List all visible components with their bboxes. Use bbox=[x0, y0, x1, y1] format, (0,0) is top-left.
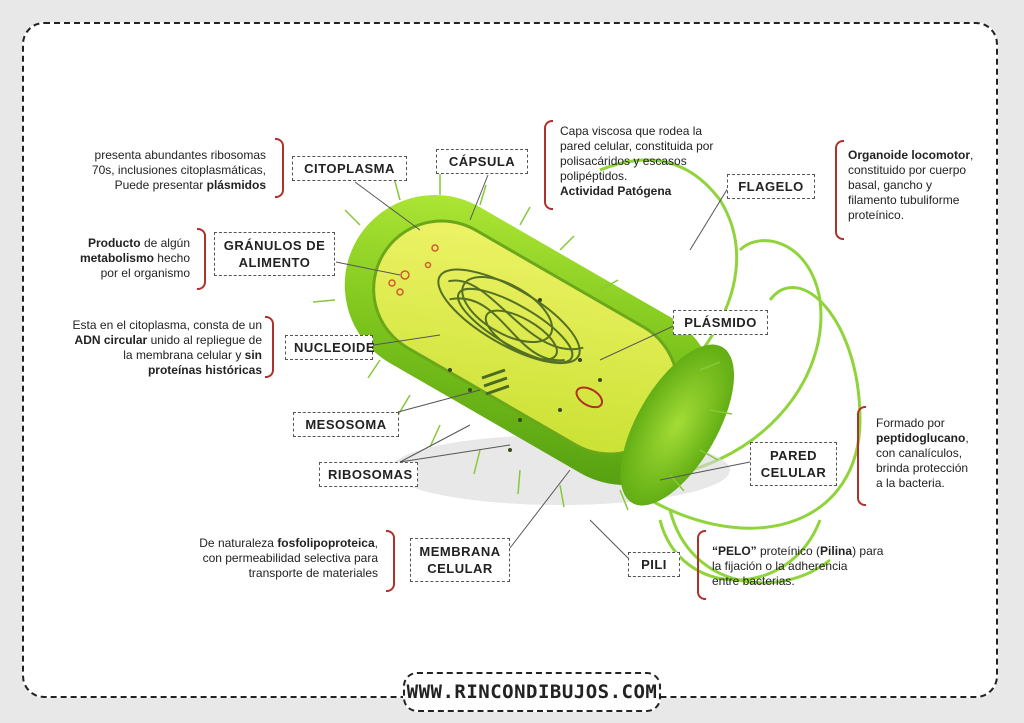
desc-pared-l2: peptidoglucano, bbox=[876, 431, 996, 446]
label-membrana-celular: MEMBRANA CELULAR bbox=[410, 538, 510, 582]
label-pared-line1: PARED bbox=[769, 448, 818, 463]
desc-membrana-comma: , bbox=[374, 536, 378, 550]
label-membrana-line1: MEMBRANA bbox=[419, 544, 501, 559]
desc-nucleoide-l4: proteínas históricas bbox=[30, 363, 262, 378]
desc-granulos-l1: Producto de algún bbox=[50, 236, 190, 251]
desc-pared-comma: , bbox=[965, 431, 969, 445]
desc-pared-l3: con canalículos, bbox=[876, 446, 963, 460]
desc-pared-l5: a la bacteria. bbox=[876, 476, 945, 490]
desc-flagelo-l5: proteínico. bbox=[848, 208, 905, 222]
desc-pared-l1: Formado por bbox=[876, 416, 945, 430]
desc-capsula-l4: polipéptidos. bbox=[560, 169, 628, 183]
desc-granulos-l1b: de algún bbox=[140, 236, 190, 250]
bracket-granulos bbox=[197, 228, 206, 290]
desc-capsula-actividad: Actividad Patógena bbox=[560, 184, 672, 198]
desc-capsula-l3: polisacáridos y escasos bbox=[560, 154, 687, 168]
desc-capsula-l5: Actividad Patógena bbox=[560, 184, 760, 199]
desc-citoplasma-l2: 70s, inclusiones citoplasmáticas, bbox=[91, 163, 266, 177]
label-mesosoma: MESOSOMA bbox=[293, 412, 399, 437]
desc-membrana-fosfo: fosfolipoproteica bbox=[277, 536, 375, 550]
ribosome-dots bbox=[448, 298, 602, 452]
label-ribosomas: RIBOSOMAS bbox=[319, 462, 418, 487]
leader-lines bbox=[335, 174, 751, 559]
desc-pili-l3: entre bacterias. bbox=[712, 574, 795, 588]
desc-flagelo: Organoide locomotor, constituido por cue… bbox=[848, 148, 998, 223]
label-nucleoide: NUCLEOIDE bbox=[285, 335, 375, 360]
desc-flagelo-l2: constituido por cuerpo bbox=[848, 163, 967, 177]
desc-nucleoide-l2b: unido al repliegue de bbox=[147, 333, 262, 347]
desc-citoplasma-l3: Puede presentar plásmidos bbox=[40, 178, 266, 193]
desc-membrana-l3: transporte de materiales bbox=[248, 566, 378, 580]
desc-pili-l2: la fijación o la adherencia bbox=[712, 559, 848, 573]
desc-capsula-l1: Capa viscosa que rodea la bbox=[560, 124, 703, 138]
desc-granulos-l2: metabolismo hecho bbox=[50, 251, 190, 266]
desc-citoplasma-l3a: Puede presentar bbox=[114, 178, 207, 192]
label-granulos-line2: ALIMENTO bbox=[238, 255, 311, 270]
label-pared-celular: PARED CELULAR bbox=[750, 442, 837, 486]
desc-nucleoide-sin: sin bbox=[244, 348, 262, 362]
desc-granulos-producto: Producto bbox=[87, 236, 141, 250]
label-granulos-line1: GRÁNULOS DE bbox=[223, 238, 326, 253]
desc-capsula: Capa viscosa que rodea la pared celular,… bbox=[560, 124, 760, 199]
desc-pili-l1d: ) para bbox=[852, 544, 884, 558]
nucleoid-dna bbox=[437, 268, 584, 365]
desc-flagelo-organoide: Organoide locomotor bbox=[848, 148, 971, 162]
desc-flagelo-l3: basal, gancho y bbox=[848, 178, 933, 192]
desc-citoplasma-l1: presenta abundantes ribosomas bbox=[94, 148, 266, 162]
label-citoplasma: CITOPLASMA bbox=[292, 156, 407, 181]
desc-nucleoide-adn: ADN circular bbox=[74, 333, 148, 347]
label-pared-line2: CELULAR bbox=[760, 465, 827, 480]
desc-nucleoide-proteinas: proteínas históricas bbox=[147, 363, 262, 377]
bracket-pili bbox=[697, 530, 706, 600]
desc-granulos-l2b: hecho bbox=[153, 251, 190, 265]
desc-capsula-l2: pared celular, constituida por bbox=[560, 139, 714, 153]
label-capsula: CÁPSULA bbox=[436, 149, 528, 174]
bracket-nucleoide bbox=[265, 316, 274, 378]
desc-membrana-l2: con permeabilidad selectiva para bbox=[202, 551, 378, 565]
bracket-flagelo bbox=[835, 140, 844, 240]
bracket-pared bbox=[857, 406, 866, 506]
plasmid-ring bbox=[575, 386, 604, 409]
bracket-membrana bbox=[386, 530, 395, 592]
label-membrana-line2: CELULAR bbox=[427, 561, 493, 576]
desc-pili: “PELO” proteínico (Pilina) para la fijac… bbox=[712, 544, 922, 589]
footer-website[interactable]: WWW.RINCONDIBUJOS.COM bbox=[403, 672, 661, 712]
desc-pared-l4: brinda protección bbox=[876, 461, 969, 475]
desc-membrana-l1a: De naturaleza bbox=[199, 536, 278, 550]
label-pili: PILI bbox=[628, 552, 680, 577]
desc-pili-l1b: proteínico ( bbox=[756, 544, 821, 558]
desc-membrana-l1: De naturaleza fosfolipoproteica, bbox=[150, 536, 378, 551]
bracket-capsula bbox=[544, 120, 553, 210]
desc-granulos-l3: por el organismo bbox=[100, 266, 190, 280]
desc-flagelo-comma: , bbox=[970, 148, 974, 162]
desc-flagelo-l1: Organoide locomotor, bbox=[848, 148, 998, 163]
desc-nucleoide: Esta en el citoplasma, consta de un ADN … bbox=[30, 318, 262, 378]
label-granulos: GRÁNULOS DE ALIMENTO bbox=[214, 232, 335, 276]
desc-pili-l1: “PELO” proteínico (Pilina) para bbox=[712, 544, 922, 559]
desc-pared: Formado por peptidoglucano, con canalícu… bbox=[876, 416, 996, 491]
desc-citoplasma: presenta abundantes ribosomas 70s, inclu… bbox=[40, 148, 266, 193]
cell-body bbox=[344, 195, 735, 506]
desc-nucleoide-l2: ADN circular unido al repliegue de bbox=[30, 333, 262, 348]
desc-pili-pelo: “PELO” bbox=[712, 544, 757, 558]
desc-membrana: De naturaleza fosfolipoproteica, con per… bbox=[150, 536, 378, 581]
desc-nucleoide-l3a: la membrana celular y bbox=[123, 348, 245, 362]
desc-pili-pilina: Pilina bbox=[820, 544, 853, 558]
desc-pared-peptidoglucano: peptidoglucano bbox=[876, 431, 966, 445]
desc-granulos-metabolismo: metabolismo bbox=[79, 251, 154, 265]
desc-citoplasma-plasmidos: plásmidos bbox=[206, 178, 266, 192]
bracket-citoplasma bbox=[275, 138, 284, 198]
label-plasmido: PLÁSMIDO bbox=[673, 310, 768, 335]
desc-nucleoide-l1: Esta en el citoplasma, consta de un bbox=[72, 318, 262, 332]
label-flagelo: FLAGELO bbox=[727, 174, 815, 199]
mesosome bbox=[481, 368, 510, 396]
food-granules bbox=[388, 244, 439, 296]
desc-granulos: Producto de algún metabolismo hecho por … bbox=[50, 236, 190, 281]
desc-nucleoide-l3: la membrana celular y sin bbox=[30, 348, 262, 363]
desc-flagelo-l4: filamento tubuliforme bbox=[848, 193, 960, 207]
